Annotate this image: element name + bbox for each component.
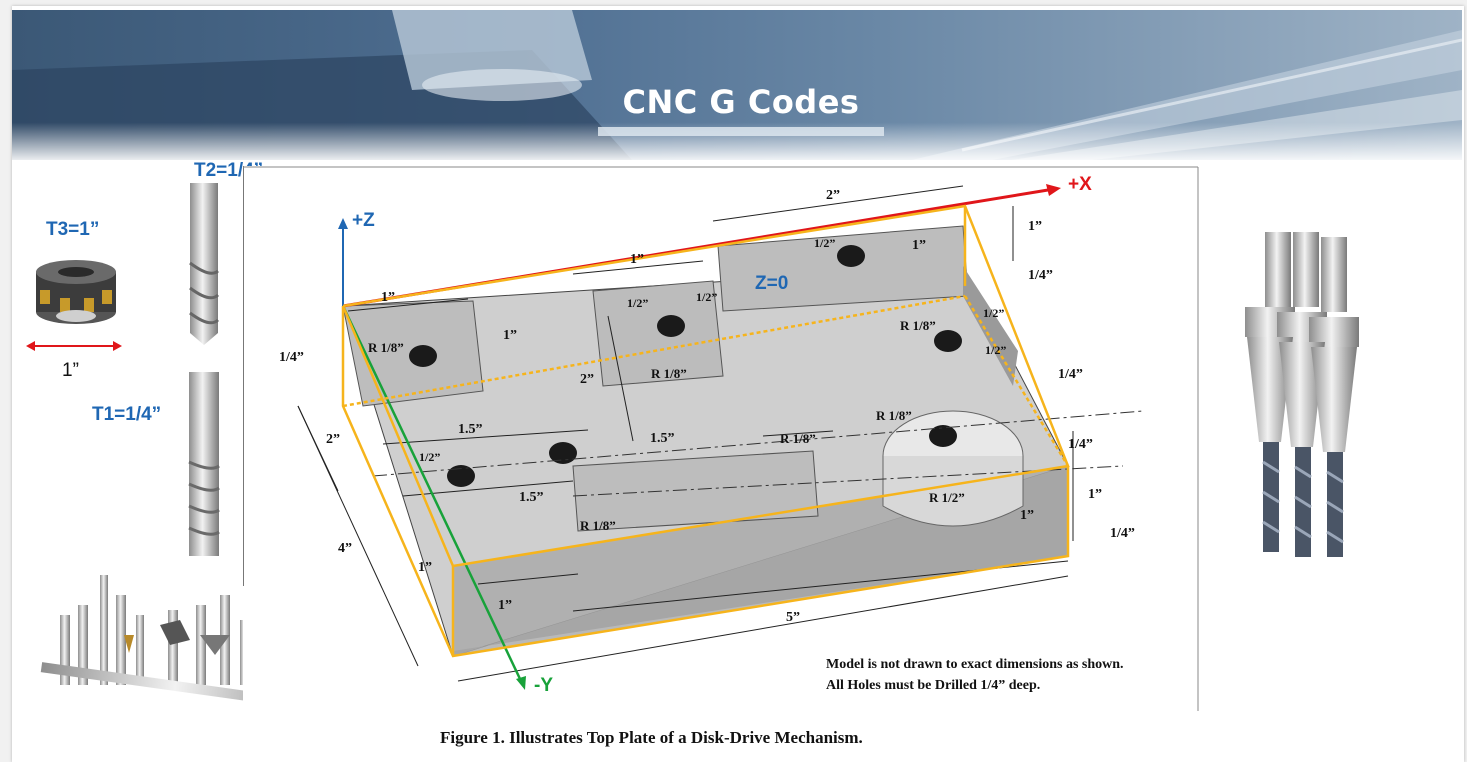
dim-1-b: 1” — [912, 238, 926, 253]
tool-t3-label: T3=1” — [46, 219, 100, 240]
dim-1-f: 1” — [498, 598, 512, 613]
x-axis-label: +X — [1068, 174, 1092, 195]
tool-t1-label: T1=1/4” — [92, 404, 162, 425]
dim-1-4-right-d: 1/4” — [1110, 526, 1135, 541]
dim-1-c: 1” — [503, 328, 517, 343]
radius-1-8-b: R 1/8” — [651, 366, 687, 381]
tool-t3-size: 1” — [62, 360, 79, 381]
dim-1-2-e: 1/2” — [985, 343, 1007, 357]
radius-1-8-f: R 1/8” — [876, 408, 912, 423]
t3-width-arrow — [26, 341, 122, 351]
dim-1-5-c: 1.5” — [519, 490, 544, 505]
radius-1-8-a: R 1/8” — [368, 340, 404, 355]
radius-1-8-e: R 1/8” — [780, 431, 816, 446]
dim-2-top: 2” — [826, 188, 840, 203]
technical-drawing — [243, 166, 1201, 711]
z-zero-label: Z=0 — [755, 273, 789, 294]
radius-1-2: R 1/2” — [929, 490, 965, 505]
dim-1-e: 1” — [418, 560, 432, 575]
dim-1-right-mid: 1” — [1088, 487, 1102, 502]
radius-1-8-g: R 1/8” — [580, 518, 616, 533]
radius-1-8-c: R 1/8” — [900, 318, 936, 333]
dim-5: 5” — [786, 610, 800, 625]
dim-1-2-d: 1/2” — [983, 306, 1005, 320]
dim-1-5-b: 1.5” — [650, 431, 675, 446]
dim-2-mid: 2” — [580, 372, 594, 387]
dim-1-2-c: 1/2” — [696, 290, 718, 304]
dim-4: 4” — [338, 541, 352, 556]
face-mill-image — [36, 260, 116, 324]
dim-1-2-a: 1/2” — [814, 236, 836, 250]
figure-caption: Figure 1. Illustrates Top Plate of a Dis… — [440, 728, 863, 747]
dim-1-4-right-a: 1/4” — [1028, 268, 1053, 283]
dim-1-2-f: 1/2” — [419, 450, 441, 464]
page-title: CNC G Codes — [622, 83, 860, 121]
y-axis-label: -Y — [534, 675, 553, 696]
end-mill-t1-image — [188, 372, 220, 556]
dim-1-right-top: 1” — [1028, 219, 1042, 234]
z-axis-label: +Z — [352, 210, 375, 231]
dim-1-4-left: 1/4” — [279, 350, 304, 365]
drill-bit-t2-image — [189, 183, 220, 345]
note-line-2: All Holes must be Drilled 1/4” deep. — [826, 678, 1041, 693]
dim-1-2-b: 1/2” — [627, 296, 649, 310]
dim-1-top: 1” — [630, 252, 644, 267]
dim-1-4-right-c: 1/4” — [1068, 437, 1093, 452]
title-underline — [598, 127, 884, 136]
dim-1-d: 1” — [1020, 508, 1034, 523]
dim-2-left: 2” — [326, 432, 340, 447]
dim-1-4-right-b: 1/4” — [1058, 367, 1083, 382]
note-line-1: Model is not drawn to exact dimensions a… — [826, 657, 1124, 672]
banner-image — [12, 10, 1462, 160]
dim-1-left: 1” — [381, 290, 395, 305]
dim-1-5-a: 1.5” — [458, 422, 483, 437]
tool-holders-image — [1245, 232, 1359, 557]
